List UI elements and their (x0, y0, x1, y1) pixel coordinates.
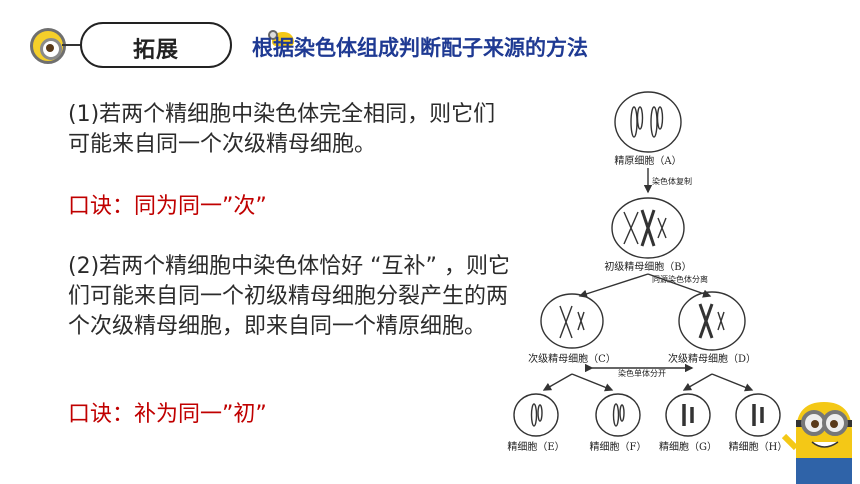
peeking-minion-icon (266, 28, 296, 46)
cell-b (611, 197, 685, 259)
label-cell-a: 精原细胞（A） (614, 154, 681, 167)
pill-label: 拓展 (132, 38, 179, 63)
cell-c (540, 293, 604, 349)
cell-h (735, 393, 781, 437)
label-step3: 染色单体分开 (618, 368, 666, 378)
cell-f (595, 393, 641, 437)
header-connector (62, 44, 82, 46)
label-cell-g: 精细胞（G） (659, 440, 717, 453)
cell-g (665, 393, 711, 437)
cell-d (678, 291, 746, 351)
cell-e (513, 393, 559, 437)
label-cell-d: 次级精母细胞（D） (668, 352, 756, 365)
label-step1: 染色体复制 (652, 176, 692, 186)
paragraph-complementary: (2)若两个精细胞中染色体恰好 “互补” ，则它们可能来自同一个初级精母细胞分裂… (68, 254, 510, 339)
mnemonic-primary: 口诀：补为同一”初” (68, 402, 267, 427)
minion-goggle-icon (30, 28, 66, 64)
label-cell-e: 精细胞（E） (507, 440, 564, 453)
label-cell-f: 精细胞（F） (590, 440, 647, 453)
mnemonic-secondary: 口诀：同为同一”次” (68, 194, 267, 219)
slide-title: 根据染色体组成判断配子来源的方法 (252, 36, 588, 60)
minion-mascot-icon (782, 402, 852, 484)
topic-pill: 拓展 (80, 22, 294, 68)
label-cell-b: 初级精母细胞（B） (604, 260, 691, 273)
cell-a (614, 91, 682, 153)
label-step2: 同源染色体分离 (652, 274, 708, 284)
label-cell-c: 次级精母细胞（C） (528, 352, 616, 365)
meiosis-diagram: 精原细胞（A） 染色体复制 初级精母细胞（B） 同源染色体分离 次级精母细胞（C… (507, 91, 788, 453)
paragraph-identical: (1)若两个精细胞中染色体完全相同，则它们可能来自同一个次级精母细胞。 (68, 102, 496, 157)
label-cell-h: 精细胞（H） (729, 440, 788, 453)
